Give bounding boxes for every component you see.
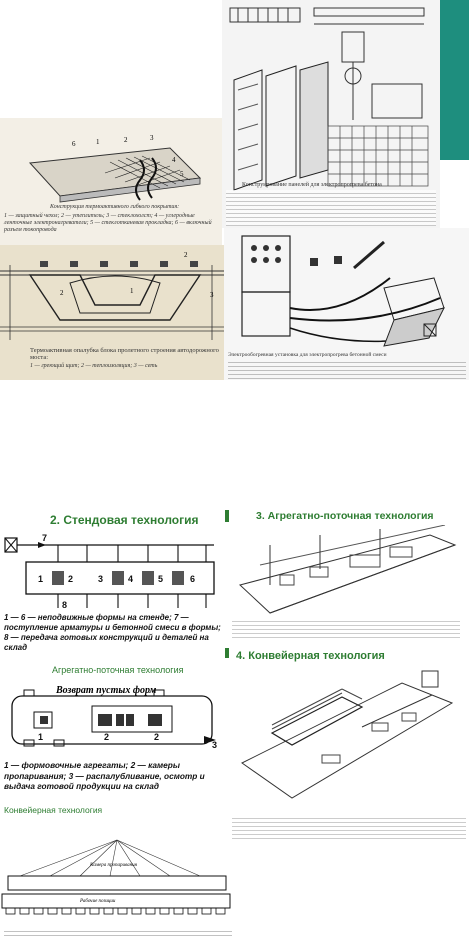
agreg-plant-legend-lines: [232, 618, 460, 640]
conveyor-plant-legend-lines: [232, 815, 466, 841]
fig2-legend: 1 — греющий щит; 2 — теплоизоляция; 3 — …: [30, 363, 158, 369]
agreg-label-1: 1: [38, 732, 43, 742]
fig1-label-5: 5: [180, 170, 184, 178]
stand-title: 2. Стендовая технология: [50, 513, 199, 527]
fig1-caption: Конструкция термоактивного гибкого покры…: [50, 204, 180, 210]
fig2-label-2a: 2: [184, 251, 188, 259]
agreg-label-2a: 2: [104, 732, 109, 742]
stand-arrow-8: 8: [62, 600, 67, 610]
agreg-legend: 1 — формовочные агрегаты; 2 — камеры про…: [4, 760, 205, 791]
fig-heating-panels: Конструирование панелей для электропрогр…: [222, 0, 440, 228]
stand-form-1: 1: [38, 574, 43, 584]
teal-strip: [440, 0, 469, 160]
fig2-caption: Термоактивная опалубка блока пролетного …: [30, 347, 219, 361]
green-marker-1: [225, 510, 229, 522]
fig1-label-4: 4: [172, 156, 176, 164]
fig1-label-3: 3: [150, 134, 154, 142]
fig-heating-installation: Электрообогревная установка для электроп…: [224, 228, 469, 380]
agreg-plant-drawing: [238, 525, 457, 614]
green-marker-2: [225, 648, 229, 658]
stand-scheme-drawing: 1 2 3 4 5 6 7 8: [4, 533, 215, 610]
agreg-scheme-drawing: Возврат пустых форм 1 2 2 3: [11, 685, 217, 750]
fig-conveyor-scheme: Камера пропаривания Рабочие позиции: [0, 836, 234, 928]
fig4-caption: Электрообогревная установка для электроп…: [228, 352, 387, 358]
fig2-label-1: 1: [130, 287, 134, 295]
agreg-return-label: Возврат пустых форм: [55, 685, 157, 696]
fig-flexible-cover: 6 1 2 3 4 5 Конструкция термоактивного г…: [0, 118, 222, 246]
installation-drawing: [241, 235, 445, 347]
flexible-cover-drawing: 6 1 2 3 4 5: [28, 134, 202, 203]
stand-form-3: 3: [98, 574, 103, 584]
stand-legend: 1 — 6 — неподвижные формы на стенде; 7 —…: [4, 613, 221, 652]
conv-title-left: Конвейерная технология: [4, 805, 103, 815]
fig2-label-3: 3: [210, 291, 214, 299]
fig1-label-6: 6: [72, 140, 76, 148]
agreg-label-2b: 2: [154, 732, 159, 742]
fig3-caption: Конструирование панелей для электропрогр…: [242, 182, 382, 188]
fig4-legend-lines: [228, 359, 466, 379]
conveyor-scheme-drawing: Камера пропаривания Рабочие позиции: [1, 839, 231, 915]
fig-formwork: 2 1 2 3 Термоактивная опалубка блока про…: [0, 245, 224, 380]
fig-conveyor-plant: [232, 663, 466, 813]
fig1-label-2: 2: [124, 136, 128, 144]
conv-bottom-label: Рабочие позиции: [79, 899, 116, 904]
heating-panels-drawing: [229, 7, 429, 191]
fig-stand-scheme: 1 2 3 4 5 6 7 8: [2, 530, 224, 610]
conv-title-right: 4. Конвейерная технология: [236, 650, 385, 662]
stand-form-2: 2: [68, 574, 73, 584]
fig-agreg-plant: [230, 525, 460, 617]
conveyor-plant-drawing: [241, 670, 454, 799]
fig2-label-2b: 2: [60, 289, 64, 297]
formwork-drawing: 2 1 2 3: [0, 251, 224, 340]
fig3-legend-lines: [226, 190, 436, 226]
stand-arrow-7: 7: [42, 533, 47, 543]
stand-form-4: 4: [128, 574, 133, 584]
fig1-legend: 1 — защитный чехол; 2 — утеплитель; 3 — …: [4, 213, 212, 233]
fig-agreg-scheme: Возврат пустых форм 1 2 2 3: [4, 676, 224, 756]
agreg-title-left: Агрегатно-поточная технология: [52, 665, 184, 675]
conveyor-scheme-legend-lines: [4, 928, 232, 938]
agreg-label-3: 3: [212, 740, 217, 750]
stand-form-5: 5: [158, 574, 163, 584]
stand-form-6: 6: [190, 574, 195, 584]
conv-top-label: Камера пропаривания: [89, 863, 138, 868]
agreg-title-right: 3. Агрегатно-поточная технология: [256, 510, 434, 522]
fig1-label-1: 1: [96, 138, 100, 146]
